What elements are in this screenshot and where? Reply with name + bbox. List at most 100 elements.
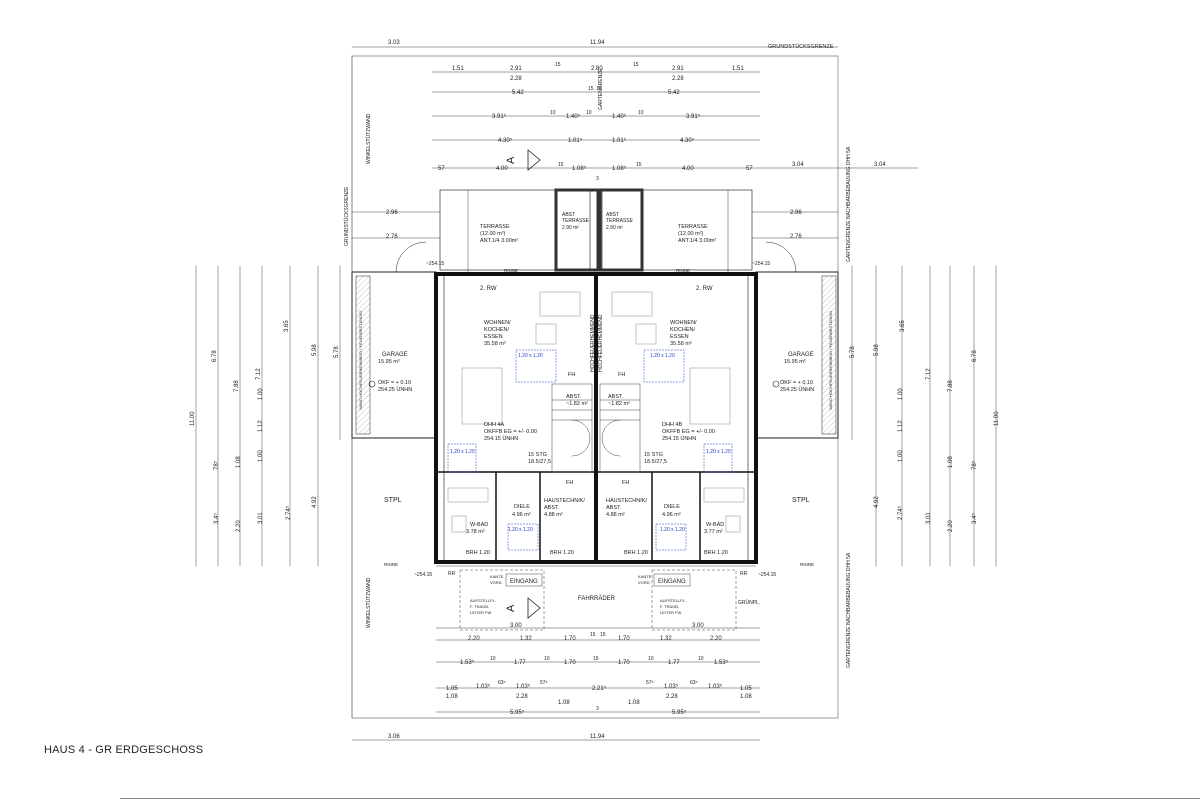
svg-text:15 STG: 15 STG — [528, 452, 547, 458]
svg-text:1.20 x 1.20: 1.20 x 1.20 — [660, 527, 685, 533]
svg-text:1.01⁵: 1.01⁵ — [612, 137, 627, 144]
svg-text:15: 15 — [633, 62, 639, 68]
svg-text:(12.00 m²): (12.00 m²) — [678, 231, 704, 237]
svg-text:18.5/27,5: 18.5/27,5 — [644, 459, 667, 465]
svg-text:18.5/27,5: 18.5/27,5 — [528, 459, 551, 465]
svg-text:2.80: 2.80 — [591, 66, 603, 72]
svg-text:10: 10 — [648, 656, 654, 662]
svg-text:FH: FH — [566, 480, 573, 486]
svg-text:1.40⁵: 1.40⁵ — [566, 113, 581, 120]
svg-text:3.4⁵: 3.4⁵ — [971, 513, 978, 524]
svg-text:1.51: 1.51 — [732, 66, 744, 72]
svg-text:DHH 4A: DHH 4A — [484, 422, 505, 428]
svg-text:HAUSTECHNIK/: HAUSTECHNIK/ — [544, 498, 585, 504]
svg-text:57⁵: 57⁵ — [646, 680, 654, 686]
side-label-right-bottom: GARTENGRENZE NACHBARBEBAUUNG DHH 5A — [846, 552, 852, 668]
side-dimension-lines — [195, 266, 997, 566]
terrace-labels: TERRASSE (12.00 m²) ANT.1/4 3.00m² ABST … — [480, 212, 716, 244]
svg-text:TERRASSE: TERRASSE — [562, 218, 590, 224]
svg-text:1.08: 1.08 — [446, 694, 458, 700]
svg-text:10: 10 — [490, 656, 496, 662]
svg-text:3.65: 3.65 — [284, 320, 290, 332]
svg-text:FH: FH — [618, 372, 625, 378]
svg-text:FAHRRÄDER: FAHRRÄDER — [578, 595, 616, 602]
svg-text:15 STG: 15 STG — [644, 452, 663, 458]
svg-text:1.77: 1.77 — [668, 660, 680, 666]
svg-text:1.03⁵: 1.03⁵ — [664, 683, 679, 690]
svg-text:63⁵: 63⁵ — [690, 680, 698, 686]
svg-text:4.30⁵: 4.30⁵ — [498, 137, 513, 144]
stpl-right: STPL — [792, 497, 810, 504]
svg-text:DIELE: DIELE — [664, 504, 680, 510]
svg-text:15: 15 — [600, 632, 606, 638]
svg-text:254.15 ÜNHN: 254.15 ÜNHN — [484, 435, 518, 442]
svg-text:2.20: 2.20 — [468, 636, 480, 642]
svg-text:GRÜNPL.: GRÜNPL. — [738, 599, 760, 606]
svg-text:ABST.: ABST. — [608, 394, 624, 400]
svg-text:15: 15 — [590, 632, 596, 638]
svg-text:11.94: 11.94 — [590, 734, 605, 740]
svg-text:ABST: ABST — [562, 212, 575, 218]
entrance-area — [436, 565, 756, 631]
svg-text:1.00: 1.00 — [258, 450, 264, 462]
svg-text:5.95⁵: 5.95⁵ — [672, 709, 687, 716]
svg-text:1.70: 1.70 — [564, 660, 576, 666]
svg-text:2.21⁵: 2.21⁵ — [592, 685, 607, 692]
svg-text:ABST: ABST — [606, 212, 619, 218]
svg-text:BRH 1.20: BRH 1.20 — [704, 550, 728, 556]
top-dimensions — [352, 46, 918, 272]
svg-text:3.91⁵: 3.91⁵ — [492, 113, 507, 120]
svg-text:FH: FH — [568, 372, 575, 378]
svg-text:1.20 x 1.20: 1.20 x 1.20 — [650, 353, 675, 359]
svg-text:4.92: 4.92 — [874, 496, 880, 508]
svg-text:15.95 m²: 15.95 m² — [784, 359, 806, 365]
svg-text:1.08⁵: 1.08⁵ — [612, 165, 627, 172]
svg-text:3: 3 — [596, 706, 599, 712]
svg-text:6.78: 6.78 — [972, 350, 978, 362]
svg-text:KOCHEN/: KOCHEN/ — [670, 327, 696, 333]
side-dimension-texts-left: 11.00 6.78 7.88 7.12 3.65 5.98 5.78 4.92… — [190, 320, 340, 532]
svg-text:7.88: 7.88 — [234, 380, 240, 392]
svg-text:KOCHEN/: KOCHEN/ — [484, 327, 510, 333]
svg-text:W-BAD: W-BAD — [706, 522, 724, 528]
svg-text:A: A — [505, 604, 517, 612]
svg-text:2. RW: 2. RW — [696, 286, 713, 292]
svg-text:BRH 1.20: BRH 1.20 — [624, 550, 648, 556]
bottom-dimensions — [352, 627, 760, 741]
garage-wall-label-a: WAND HOCHFEUERHEMMEND / FEUERBESTÄNDIG — [358, 311, 363, 410]
svg-text:RR: RR — [740, 571, 748, 577]
svg-text:15: 15 — [558, 162, 564, 168]
svg-text:1.00: 1.00 — [898, 388, 904, 400]
svg-text:2.28: 2.28 — [666, 694, 678, 700]
svg-text:10: 10 — [544, 656, 550, 662]
svg-text:2.74⁵: 2.74⁵ — [285, 505, 292, 520]
svg-text:5.78: 5.78 — [850, 346, 856, 358]
svg-text:ABST.: ABST. — [566, 394, 582, 400]
svg-text:5.42: 5.42 — [512, 90, 524, 96]
svg-text:1.01⁵: 1.01⁵ — [568, 137, 583, 144]
svg-text:F. TRAGB.: F. TRAGB. — [470, 604, 489, 609]
svg-text:(12.00 m²): (12.00 m²) — [480, 231, 506, 237]
window-markers — [447, 349, 733, 551]
svg-text:RINNE: RINNE — [504, 268, 518, 273]
garages — [351, 241, 839, 439]
svg-text:15: 15 — [636, 162, 642, 168]
svg-text:EINGANG: EINGANG — [658, 579, 686, 585]
top-dim-texts: 3.03 11.94 1.51 2.91 15 2.80 15 2.91 1.5… — [386, 40, 886, 240]
svg-text:1.40⁵: 1.40⁵ — [612, 113, 627, 120]
svg-text:78⁵: 78⁵ — [971, 460, 978, 470]
svg-text:1.53⁵: 1.53⁵ — [460, 659, 475, 666]
svg-text:1.20 x 1.20: 1.20 x 1.20 — [518, 353, 543, 359]
svg-text:WOHNEN/: WOHNEN/ — [484, 320, 511, 326]
svg-text:1.00: 1.00 — [258, 388, 264, 400]
svg-text:1.08: 1.08 — [628, 700, 640, 706]
center-label: GARTENGRENZE — [598, 68, 604, 110]
svg-text:VORD.: VORD. — [638, 580, 651, 585]
svg-text:AUFSTELLFL.: AUFSTELLFL. — [470, 598, 496, 603]
svg-text:57: 57 — [746, 166, 753, 172]
svg-text:3.78 m²: 3.78 m² — [466, 529, 485, 535]
svg-text:11.00: 11.00 — [190, 411, 196, 426]
garage-labels: GARAGE 15.95 m² OKF = + 0.10 254.25 ÜNHN… — [368, 352, 814, 393]
svg-text:RR: RR — [448, 571, 456, 577]
